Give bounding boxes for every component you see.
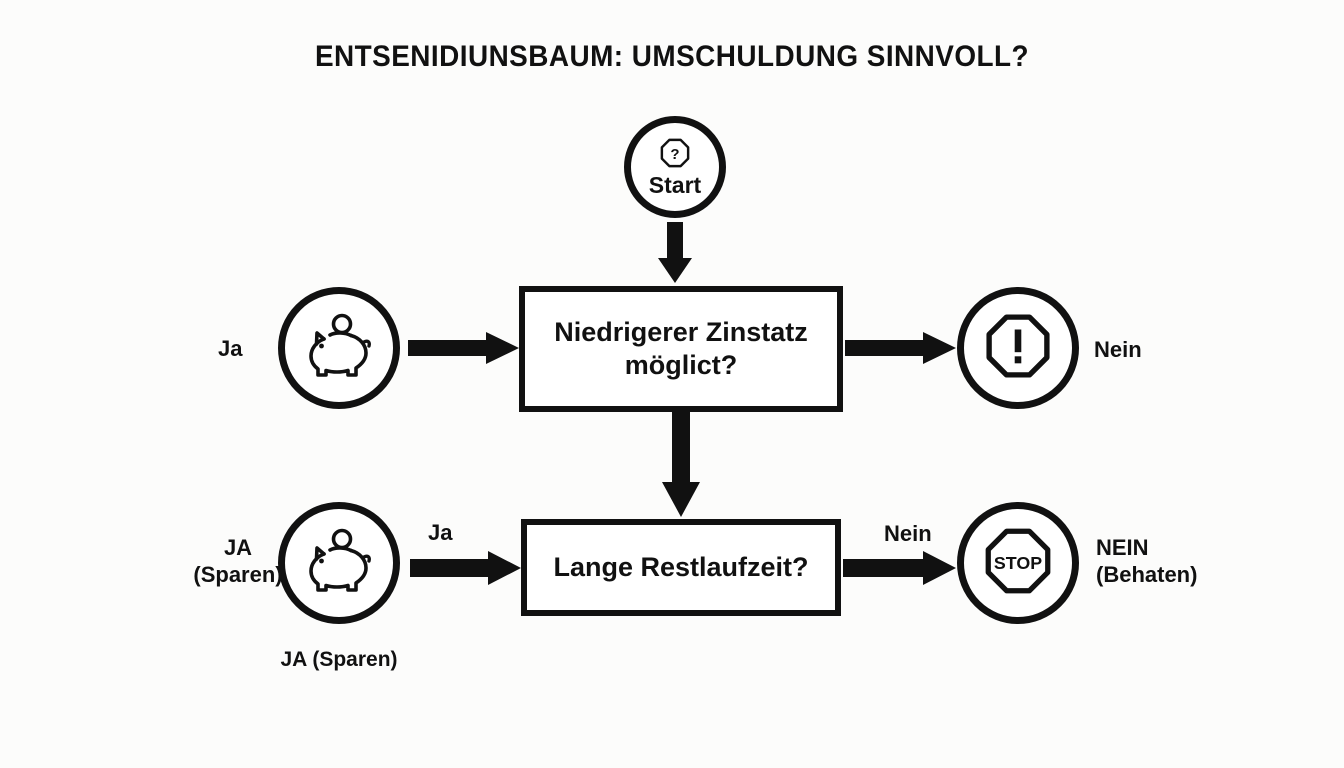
arrow-decision1-yes [408, 328, 520, 368]
stop-sign-icon: STOP [983, 526, 1053, 601]
question-octagon-icon: ? [660, 138, 690, 173]
node-decision-restlaufzeit[interactable]: Lange Restlaufzeit? [521, 519, 841, 616]
label-yes-top: Ja [218, 336, 243, 361]
caption-outcome-sparen: JA (Sparen) [280, 648, 398, 671]
arrow-decision2-no [843, 548, 957, 588]
page-title: ENTSENIDIUNSBAUM: UMSCHULDUNG SINNVOLL? [314, 40, 1030, 73]
node-decision-zinssatz-label: Niedrigerer Zinstatz möglict? [554, 317, 808, 380]
svg-text:?: ? [670, 146, 679, 163]
node-start-label: Start [648, 171, 702, 198]
stop-sign-text: STOP [994, 553, 1042, 573]
arrow-decision1-to-decision2 [659, 412, 703, 518]
arrow-decision1-no [845, 328, 957, 368]
label-no-bottom: NEIN (Behaten) [1096, 535, 1198, 587]
arrow-decision2-yes [410, 548, 522, 588]
edge-label-yes: Ja [428, 520, 453, 545]
piggy-bank-icon [302, 528, 376, 599]
arrow-start-to-decision1 [653, 222, 697, 284]
edge-label-no: Nein [884, 521, 932, 546]
node-decision-restlaufzeit-label: Lange Restlaufzeit? [553, 552, 809, 583]
warning-octagon-icon [985, 313, 1051, 384]
node-outcome-sparen-top[interactable] [278, 287, 400, 409]
node-outcome-stop[interactable]: STOP [957, 502, 1079, 624]
node-start[interactable]: ? Start [624, 116, 726, 218]
piggy-bank-icon [302, 313, 376, 384]
label-no-top: Nein [1094, 337, 1142, 362]
label-yes-bottom: JA (Sparen) [193, 535, 283, 587]
node-outcome-sparen-bottom[interactable] [278, 502, 400, 624]
node-decision-zinssatz[interactable]: Niedrigerer Zinstatz möglict? [519, 286, 843, 412]
node-outcome-warning[interactable] [957, 287, 1079, 409]
